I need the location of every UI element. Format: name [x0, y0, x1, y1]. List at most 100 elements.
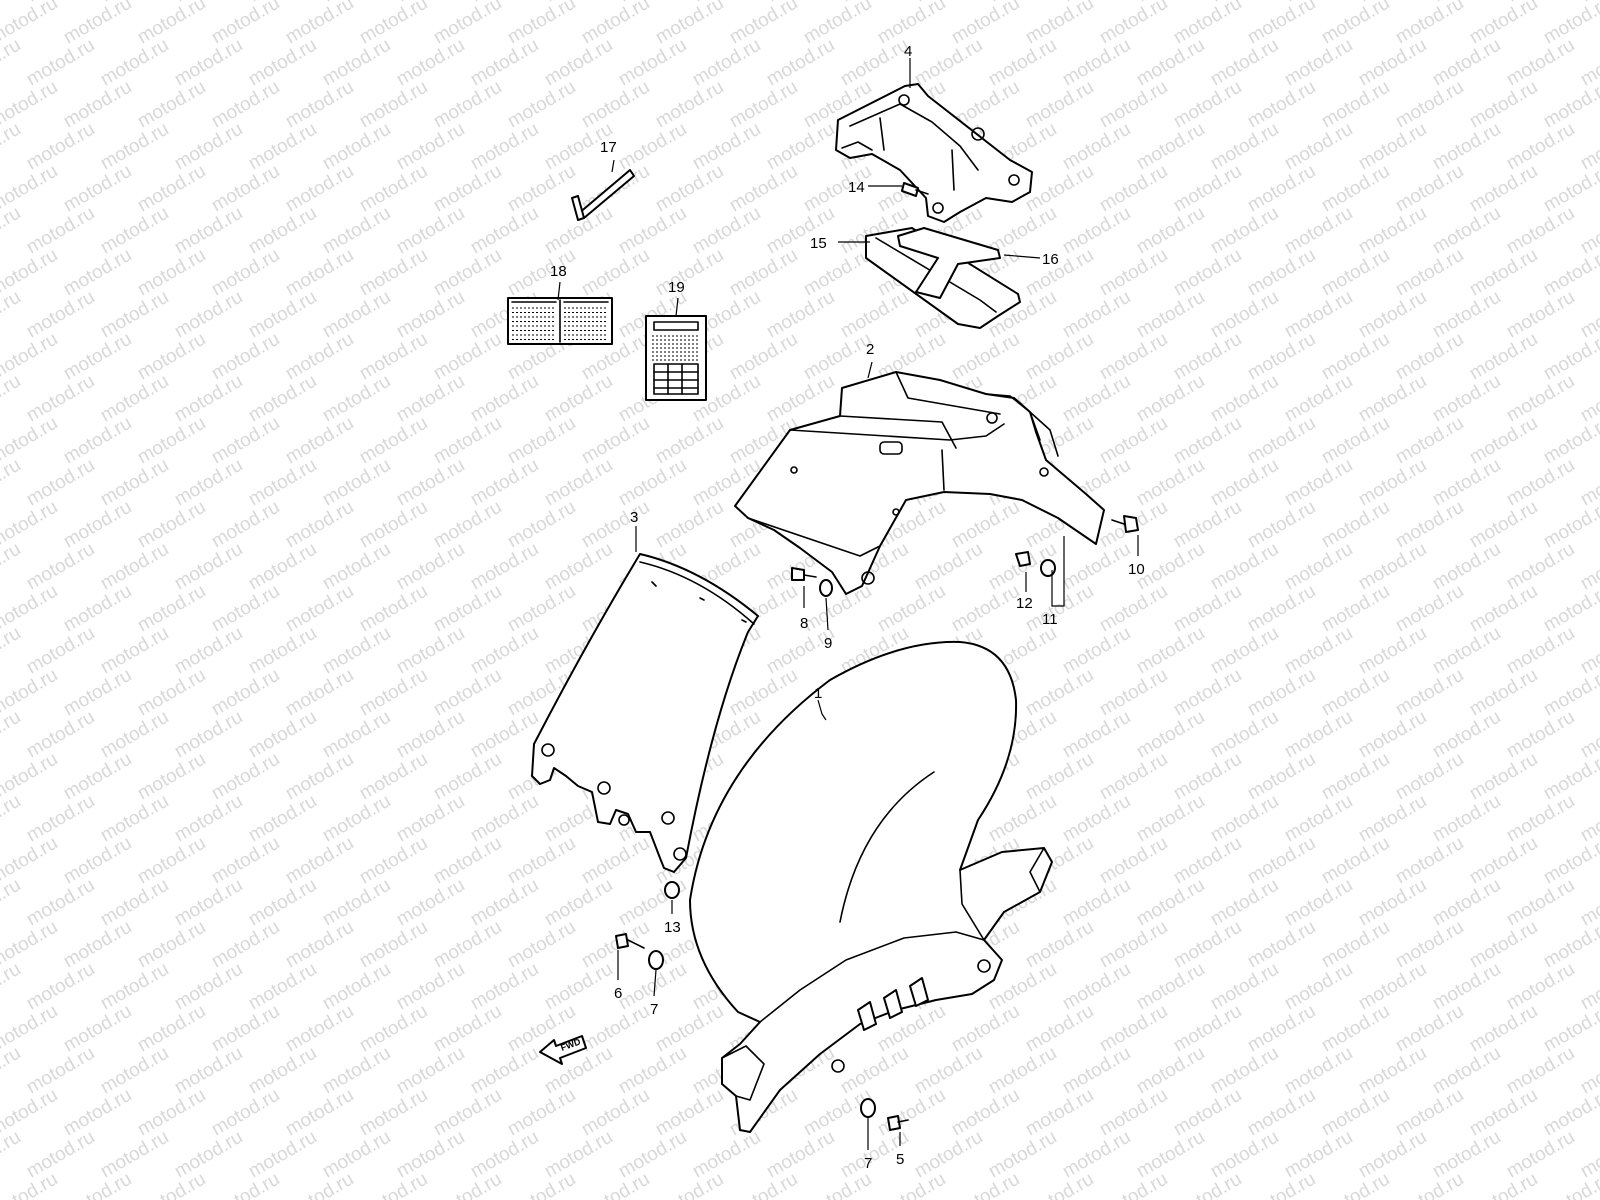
watermark-text: motod.ru — [393, 455, 468, 511]
watermark-text: motod.ru — [393, 875, 468, 931]
watermark-text: motod.ru — [393, 539, 468, 595]
watermark-text: motod.ru — [1466, 0, 1541, 48]
watermark-text: motod.ru — [541, 455, 616, 511]
watermark-text: motod.ru — [97, 1127, 172, 1183]
watermark-text: motod.ru — [726, 245, 801, 301]
watermark-text: motod.ru — [430, 161, 505, 217]
watermark-text: motod.ru — [1022, 1085, 1097, 1141]
watermark-text: motod.ru — [282, 581, 357, 637]
watermark-text: motod.ru — [948, 329, 1023, 385]
watermark-text: motod.ru — [0, 287, 24, 343]
watermark-text: motod.ru — [1207, 875, 1282, 931]
watermark-text: motod.ru — [393, 119, 468, 175]
watermark-text: motod.ru — [578, 497, 653, 553]
watermark-text: motod.ru — [245, 791, 320, 847]
watermark-text: motod.ru — [282, 749, 357, 805]
watermark-text: motod.ru — [1244, 77, 1319, 133]
watermark-text: motod.ru — [60, 161, 135, 217]
watermark-text: motod.ru — [356, 161, 431, 217]
fwd-arrow-icon: FWD — [539, 1035, 587, 1065]
watermark-text: motod.ru — [97, 1043, 172, 1099]
watermark-text: motod.ru — [393, 959, 468, 1015]
part-1-rear-fender — [689, 640, 1053, 1133]
watermark-text: motod.ru — [578, 0, 653, 48]
watermark-text: motod.ru — [1355, 623, 1430, 679]
watermark-text: motod.ru — [282, 1001, 357, 1057]
watermark-text: motod.ru — [1355, 791, 1430, 847]
watermark-text: motod.ru — [1207, 707, 1282, 763]
watermark-text: motod.ru — [467, 539, 542, 595]
watermark-text: motod.ru — [1022, 917, 1097, 973]
watermark-text: motod.ru — [134, 161, 209, 217]
callout-7-upper: 7 — [650, 1001, 658, 1018]
watermark-text: motod.ru — [689, 119, 764, 175]
watermark-text: motod.ru — [208, 1001, 283, 1057]
watermark-text: motod.ru — [23, 35, 98, 91]
watermark-text: motod.ru — [1244, 161, 1319, 217]
watermark-text: motod.ru — [1503, 119, 1578, 175]
watermark-text: motod.ru — [356, 665, 431, 721]
watermark-text: motod.ru — [1466, 1001, 1541, 1057]
watermark-text: motod.ru — [874, 0, 949, 48]
watermark-text: motod.ru — [1022, 0, 1097, 48]
watermark-text: motod.ru — [208, 0, 283, 48]
watermark-text: motod.ru — [356, 497, 431, 553]
watermark-text: motod.ru — [171, 35, 246, 91]
watermark-text: motod.ru — [60, 413, 135, 469]
watermark-text: motod.ru — [23, 203, 98, 259]
watermark-text: motod.ru — [504, 1085, 579, 1141]
watermark-text: motod.ru — [356, 413, 431, 469]
watermark-text: motod.ru — [652, 77, 727, 133]
watermark-text: motod.ru — [430, 329, 505, 385]
watermark-text: motod.ru — [134, 833, 209, 889]
watermark-text: motod.ru — [1059, 875, 1134, 931]
watermark-text: motod.ru — [245, 455, 320, 511]
watermark-text: motod.ru — [134, 665, 209, 721]
watermark-text: motod.ru — [23, 287, 98, 343]
watermark-text: motod.ru — [1281, 959, 1356, 1015]
watermark-text: motod.ru — [763, 287, 838, 343]
watermark-text: motod.ru — [504, 413, 579, 469]
watermark-text: motod.ru — [171, 287, 246, 343]
watermark-text: motod.ru — [1429, 707, 1504, 763]
watermark-text: motod.ru — [319, 707, 394, 763]
watermark-text: motod.ru — [60, 1169, 135, 1200]
watermark-text: motod.ru — [948, 1001, 1023, 1057]
watermark-text: motod.ru — [0, 791, 24, 847]
watermark-text: motod.ru — [1466, 413, 1541, 469]
watermark-text: motod.ru — [60, 329, 135, 385]
watermark-text: motod.ru — [1318, 329, 1393, 385]
watermark-text: motod.ru — [1503, 455, 1578, 511]
watermark-text: motod.ru — [874, 1085, 949, 1141]
watermark-text: motod.ru — [1466, 161, 1541, 217]
watermark-text: motod.ru — [1281, 287, 1356, 343]
watermark-text: motod.ru — [1133, 1043, 1208, 1099]
watermark-text: motod.ru — [726, 0, 801, 48]
watermark-text: motod.ru — [23, 371, 98, 427]
callout-5: 5 — [896, 1151, 904, 1168]
watermark-text: motod.ru — [1244, 413, 1319, 469]
watermark-text: motod.ru — [1392, 0, 1467, 48]
watermark-text: motod.ru — [245, 959, 320, 1015]
watermark-text: motod.ru — [356, 581, 431, 637]
watermark-text: motod.ru — [208, 497, 283, 553]
watermark-text: motod.ru — [1244, 749, 1319, 805]
watermark-text: motod.ru — [282, 917, 357, 973]
watermark-text: motod.ru — [1355, 707, 1430, 763]
watermark-text: motod.ru — [726, 1169, 801, 1200]
watermark-text: motod.ru — [726, 77, 801, 133]
watermark-text: motod.ru — [1281, 623, 1356, 679]
watermark-text: motod.ru — [97, 875, 172, 931]
watermark-text: motod.ru — [652, 1001, 727, 1057]
watermark-text: motod.ru — [985, 35, 1060, 91]
watermark-text: motod.ru — [763, 119, 838, 175]
watermark-text: motod.ru — [1170, 329, 1245, 385]
watermark-text: motod.ru — [578, 1001, 653, 1057]
watermark-text: motod.ru — [171, 203, 246, 259]
watermark-text: motod.ru — [1133, 371, 1208, 427]
watermark-text: motod.ru — [1318, 413, 1393, 469]
watermark-text: motod.ru — [1429, 203, 1504, 259]
watermark-text: motod.ru — [1503, 1043, 1578, 1099]
watermark-text: motod.ru — [23, 1127, 98, 1183]
